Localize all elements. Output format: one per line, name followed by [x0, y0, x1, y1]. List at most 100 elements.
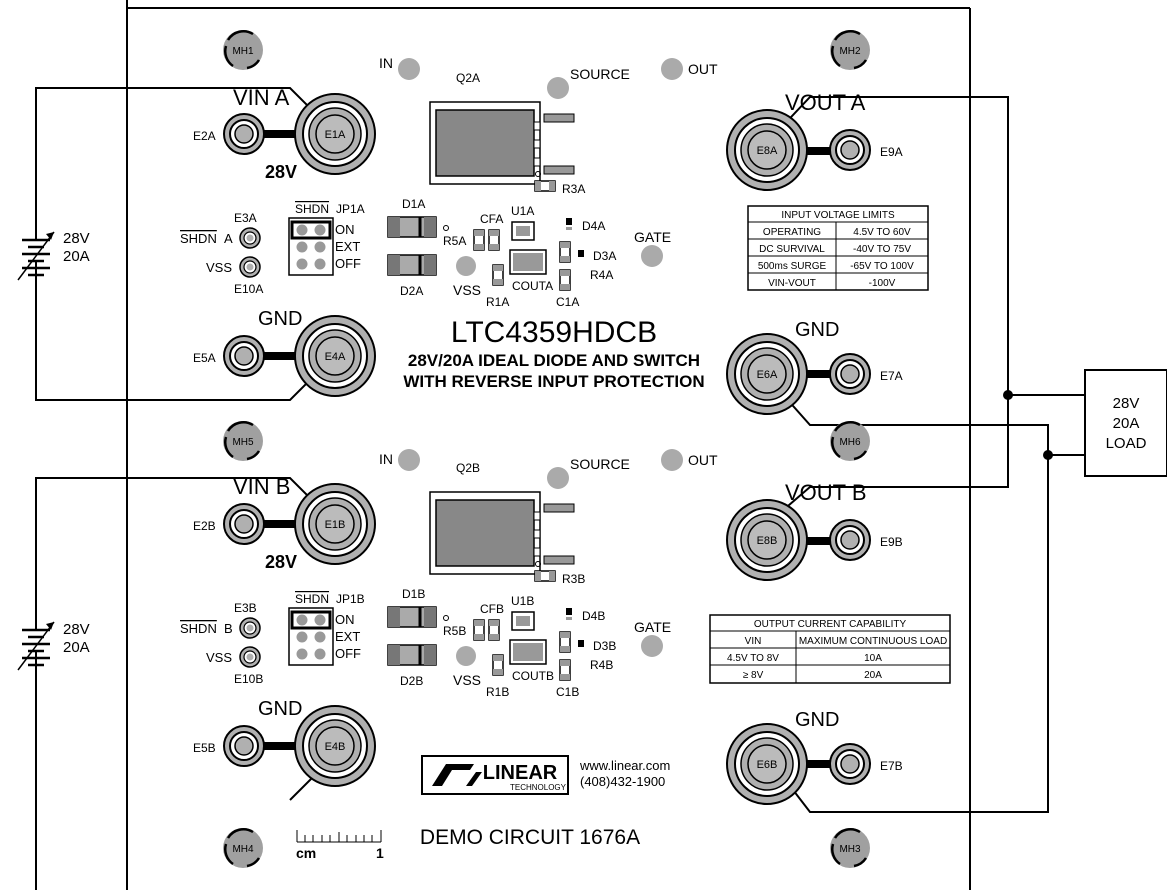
cm-scale-ruler: [296, 830, 382, 843]
svg-text:D4A: D4A: [582, 219, 605, 233]
svg-text:DC SURVIVAL: DC SURVIVAL: [759, 244, 825, 255]
svg-text:E3A: E3A: [234, 211, 257, 225]
svg-text:E9A: E9A: [880, 145, 903, 159]
svg-text:SHDN: SHDN: [295, 202, 329, 216]
svg-text:SOURCE: SOURCE: [570, 456, 630, 472]
svg-text:JP1A: JP1A: [336, 202, 365, 216]
testpoint-vss-b: [456, 646, 476, 666]
load-line1: 28V: [1113, 395, 1140, 412]
svg-text:MH2: MH2: [839, 46, 861, 57]
jumper-jp1b: [288, 607, 334, 666]
svg-text:SOURCE: SOURCE: [570, 66, 630, 82]
source-a-voltage: 28V: [63, 230, 90, 247]
svg-text:COUTA: COUTA: [512, 279, 553, 293]
svg-text:ON: ON: [335, 612, 355, 627]
gnd-in-a-label: GND: [258, 308, 302, 330]
svg-text:≥ 8V: ≥ 8V: [743, 670, 764, 681]
svg-text:4.5V TO 8V: 4.5V TO 8V: [727, 653, 779, 664]
svg-text:MH3: MH3: [839, 844, 861, 855]
turret-e10b: [239, 646, 261, 668]
testpoint-in-a: [398, 58, 420, 80]
vin-b-voltage: 28V: [265, 552, 297, 572]
svg-text:MH4: MH4: [232, 844, 254, 855]
svg-text:E8B: E8B: [757, 535, 778, 547]
mounting-hole-mh6: MH6: [828, 419, 872, 463]
diode-d1a: [386, 215, 438, 239]
svg-text:R4A: R4A: [590, 268, 613, 282]
turret-e3b: [239, 617, 261, 639]
testpoint-out-a: [661, 58, 683, 80]
gnd-out-b-label: GND: [795, 709, 839, 731]
shdn-a-label: SHDN: [180, 231, 217, 246]
svg-text:4.5V TO 60V: 4.5V TO 60V: [853, 227, 911, 238]
battery-icon-a: [16, 220, 56, 296]
svg-text:VIN: VIN: [745, 636, 762, 647]
svg-text:VIN-VOUT: VIN-VOUT: [768, 278, 816, 289]
svg-text:E6A: E6A: [757, 369, 778, 381]
svg-text:MAXIMUM CONTINUOUS LOAD: MAXIMUM CONTINUOUS LOAD: [799, 636, 947, 647]
input-voltage-limits-table: INPUT VOLTAGE LIMITS OPERATING 4.5V TO 6…: [747, 205, 929, 291]
svg-text:D3B: D3B: [593, 639, 616, 653]
terminal-e2a: [223, 113, 265, 155]
svg-text:D4B: D4B: [582, 609, 605, 623]
svg-text:D2A: D2A: [400, 284, 423, 298]
testpoint-in-b: [398, 449, 420, 471]
svg-text:IN: IN: [379, 451, 393, 467]
svg-text:D1A: D1A: [402, 197, 425, 211]
svg-text:OFF: OFF: [335, 646, 361, 661]
svg-text:SHDN: SHDN: [295, 592, 329, 606]
terminal-e7a: [829, 353, 871, 395]
testpoint-vss-a: [456, 256, 476, 276]
testpoint-source-b: [547, 467, 569, 489]
mosfet-q2a: [429, 101, 575, 185]
source-b-voltage: 28V: [63, 621, 90, 638]
website-text: www.linear.com: [579, 758, 670, 773]
scale-value: 1: [376, 845, 384, 861]
svg-text:E4B: E4B: [325, 741, 346, 753]
svg-text:OUTPUT CURRENT CAPABILITY: OUTPUT CURRENT CAPABILITY: [754, 619, 907, 630]
channel-b: VIN B E2B E1B 28V GND E5B E4B E3B SHDN B…: [180, 449, 903, 805]
svg-text:IN: IN: [379, 55, 393, 71]
phone-text: (408)432-1900: [580, 774, 665, 789]
svg-text:E7A: E7A: [880, 369, 903, 383]
svg-text:E3B: E3B: [234, 601, 257, 615]
svg-text:D2B: D2B: [400, 674, 423, 688]
logo-text: LINEAR: [483, 762, 558, 784]
turret-e10a: [239, 256, 261, 278]
svg-text:MH5: MH5: [232, 437, 254, 448]
svg-text:EXT: EXT: [335, 239, 360, 254]
load-box: 28V 20A LOAD: [1084, 369, 1167, 477]
linear-technology-logo: LINEAR TECHNOLOGY: [421, 755, 569, 795]
svg-text:20A: 20A: [864, 670, 882, 681]
svg-text:OUT: OUT: [688, 452, 718, 468]
load-line2: 20A: [1113, 415, 1140, 432]
svg-text:OPERATING: OPERATING: [763, 227, 821, 238]
testpoint-source-a: [547, 77, 569, 99]
svg-text:OUT: OUT: [688, 61, 718, 77]
junction-dot-gnd: [1043, 450, 1053, 460]
mounting-hole-mh2: MH2: [828, 28, 872, 72]
svg-text:GATE: GATE: [634, 619, 671, 635]
board-subtitle-2: WITH REVERSE INPUT PROTECTION: [403, 372, 704, 391]
svg-text:E6B: E6B: [757, 759, 778, 771]
svg-text:EXT: EXT: [335, 629, 360, 644]
mounting-hole-mh3: MH3: [828, 826, 872, 870]
svg-text:GATE: GATE: [634, 229, 671, 245]
svg-text:R1B: R1B: [486, 685, 509, 699]
board-outline: [126, 0, 971, 890]
board-subtitle-1: 28V/20A IDEAL DIODE AND SWITCH: [408, 351, 700, 370]
svg-text:-40V TO 75V: -40V TO 75V: [853, 244, 911, 255]
output-current-table: OUTPUT CURRENT CAPABILITY VIN MAXIMUM CO…: [709, 614, 951, 684]
source-a-current: 20A: [63, 248, 90, 265]
mosfet-q2b: [429, 491, 575, 575]
diode-d2b: [386, 643, 438, 667]
svg-text:E5B: E5B: [193, 741, 216, 755]
svg-text:D3A: D3A: [593, 249, 616, 263]
svg-text:D1B: D1B: [402, 587, 425, 601]
svg-text:R5A: R5A: [443, 234, 466, 248]
svg-text:E10B: E10B: [234, 672, 263, 686]
mounting-hole-mh5: MH5: [221, 419, 265, 463]
svg-text:U1A: U1A: [511, 204, 534, 218]
svg-text:VSS: VSS: [453, 672, 481, 688]
svg-text:COUTB: COUTB: [512, 669, 554, 683]
